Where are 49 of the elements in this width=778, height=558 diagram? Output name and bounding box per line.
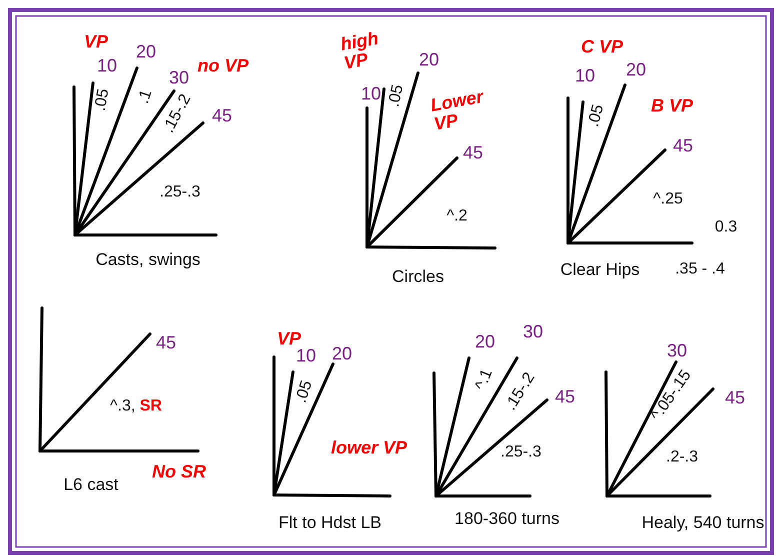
note: VP <box>277 330 301 348</box>
angle-label: 10 <box>96 56 118 76</box>
angle-label: 10 <box>296 346 316 366</box>
note: lower VP <box>330 438 408 458</box>
angle-label: 10 <box>360 84 382 104</box>
caption: Flt to Hdst LB <box>278 514 382 532</box>
note: no VP <box>198 56 248 76</box>
angle-label: 45 <box>554 388 576 406</box>
value-label: ^.1 <box>473 367 497 393</box>
note: high VP <box>339 27 381 73</box>
caption: Casts, swings <box>96 251 200 269</box>
value-label: .05 <box>92 88 114 112</box>
value-label: .05 <box>386 83 408 109</box>
angle-label: 30 <box>168 68 190 88</box>
angle-label: 20 <box>418 50 440 70</box>
angle-label: 30 <box>666 342 688 360</box>
value-label: .1 <box>136 88 156 106</box>
angle-label: 20 <box>332 344 352 364</box>
note: Lower VP <box>429 86 486 134</box>
angle-label: 30 <box>522 322 544 342</box>
caption: Clear Hips <box>560 261 640 279</box>
angle-label: 45 <box>156 334 176 352</box>
note: B VP <box>651 96 693 116</box>
value-label: .2-.3 <box>666 450 698 466</box>
value-label: .05 <box>586 103 608 129</box>
caption: Healy, 540 turns <box>642 514 764 532</box>
angle-label: 45 <box>212 106 232 126</box>
note: VP <box>84 32 108 52</box>
caption: 180-360 turns <box>454 510 560 528</box>
value-label: ^.3, SR <box>110 398 162 416</box>
note: C VP <box>581 38 623 56</box>
value-label: .25-.3 <box>500 444 542 462</box>
angle-label: 45 <box>724 388 746 408</box>
note: No SR <box>152 462 206 482</box>
angle-label: 20 <box>626 60 646 80</box>
value-label: .25-.3 <box>160 184 200 202</box>
caption: L6 cast <box>64 476 118 494</box>
angle-label: 20 <box>136 42 156 62</box>
value-label: ^.25 <box>653 192 683 208</box>
value-label: 0.3 <box>714 220 738 236</box>
angle-label: 45 <box>462 144 484 162</box>
angle-label: 45 <box>672 136 694 156</box>
caption: Circles <box>392 268 444 286</box>
angle-label: 20 <box>474 332 496 352</box>
angle-label: 10 <box>574 66 596 86</box>
value-label: .05 <box>294 378 316 406</box>
value-label: .35 - .4 <box>675 262 725 278</box>
value-label: ^.2 <box>446 208 468 226</box>
value-label: .15-.2 <box>160 92 196 136</box>
